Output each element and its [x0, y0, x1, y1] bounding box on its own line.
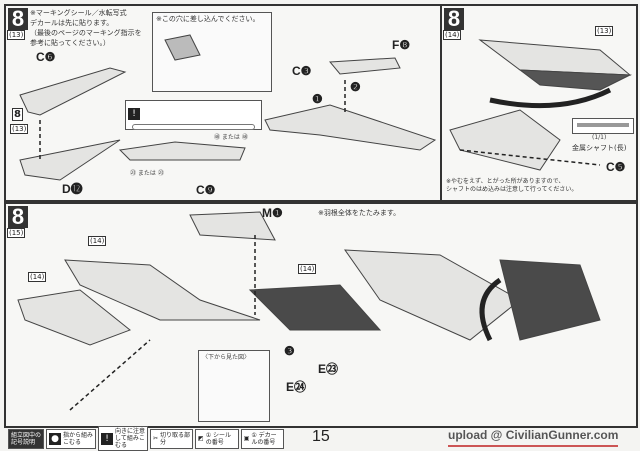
decal-icon: ▣	[243, 435, 250, 442]
press-icon: ●	[49, 432, 61, 445]
part-c6: C❻	[36, 50, 56, 64]
watermark: upload @ CivilianGunner.com	[448, 428, 619, 447]
scale-ratio: (1/1)	[592, 134, 607, 141]
wing-folded-dark	[499, 259, 601, 341]
inset-note: ※この穴に差し込んでください。	[156, 15, 260, 23]
curved-arrow-icon	[489, 87, 612, 109]
part-c3: C❸	[292, 64, 312, 78]
ref-a: (14)	[88, 236, 107, 246]
legend-item: !向きに注意して組みこむる	[98, 426, 148, 451]
fold-arrow-icon	[479, 277, 502, 342]
step-sub: (14)	[443, 30, 462, 40]
ref-sub: (13)	[595, 26, 614, 36]
legend-item: ◩① シールの番号	[195, 428, 239, 449]
part-c9: C❾	[196, 183, 216, 197]
aircraft-folded	[344, 249, 521, 341]
step-sub: (13)	[7, 30, 26, 40]
bottom-view-inset	[198, 350, 270, 422]
legend-item: ●指から組みこむる	[46, 428, 96, 449]
step-number: 8	[8, 8, 28, 30]
shaft-label: 金属シャフト(長)	[572, 144, 627, 152]
part-m1-shape	[189, 211, 276, 241]
legend-title: 組立図中の記号説明	[8, 428, 44, 449]
step-arrow-2: ❷	[350, 80, 361, 94]
inset-part	[164, 34, 201, 61]
fold-note: ※羽根全体をたたみます。	[318, 209, 401, 217]
wing-15-dark	[248, 284, 382, 331]
symbol-legend: 組立図中の記号説明 ●指から組みこむる !向きに注意して組みこむる ✂切り取る部…	[8, 426, 285, 451]
wing-main-shape	[264, 104, 437, 151]
wing-14-main	[449, 109, 561, 171]
step-arrow-1: ❶	[312, 92, 323, 106]
step-number: 8	[8, 206, 28, 228]
part-c6-shape	[19, 67, 127, 116]
bottom-view-label: 〈下から見た図〉	[202, 354, 251, 361]
part-e23: E㉓	[318, 362, 339, 376]
part-m1: M❶	[262, 206, 283, 220]
wing-14-top	[478, 39, 632, 76]
wing-14-dark	[518, 69, 632, 91]
sticker-ref-b: ㉓ または ㉓	[130, 170, 164, 177]
nippers-icon: ✂	[153, 435, 159, 442]
part-c9-shape	[118, 141, 246, 161]
ref-mark-sub: (13)	[10, 124, 29, 134]
step-arrow-3: ❸	[284, 344, 295, 358]
caution-icon: !	[101, 432, 113, 445]
part-c5: C❺	[606, 160, 626, 174]
fuselage-15	[64, 259, 261, 321]
step-number: 8	[444, 8, 464, 30]
part-e24: E㉔	[286, 380, 307, 394]
ref-mark: 8	[12, 108, 23, 121]
legend-item: ▣① デカールの番号	[240, 428, 285, 449]
part-d12: D⓬	[62, 182, 83, 196]
legend-item: ✂切り取る部分	[150, 428, 194, 449]
sticker-ref-a: ㊽ または ㊽	[214, 134, 248, 141]
caution-box: !	[125, 100, 262, 130]
wing-f8-shape	[328, 57, 401, 75]
shaft-note: ※やむをえず、とがった所がありますので、 シャフトのはめ込みは注意して行ってくだ…	[446, 178, 578, 193]
part-f8: F❽	[392, 38, 411, 52]
caution-icon: !	[128, 108, 140, 120]
guide-line	[459, 149, 601, 166]
shaft-gauge	[572, 118, 634, 134]
wing-assembly-d12	[19, 139, 121, 181]
guide-line	[69, 339, 151, 411]
ref-c: (14)	[298, 264, 317, 274]
sticker-icon: ◩	[198, 435, 204, 442]
wing-15-left	[17, 289, 131, 346]
ref-b: (14)	[28, 272, 47, 282]
marking-note: ※マーキングシール／水転写式 デカールは先に貼ります。 （最後のページのマーキン…	[30, 9, 142, 47]
step-sub: (15)	[7, 228, 26, 238]
page-number: 15	[312, 428, 330, 445]
